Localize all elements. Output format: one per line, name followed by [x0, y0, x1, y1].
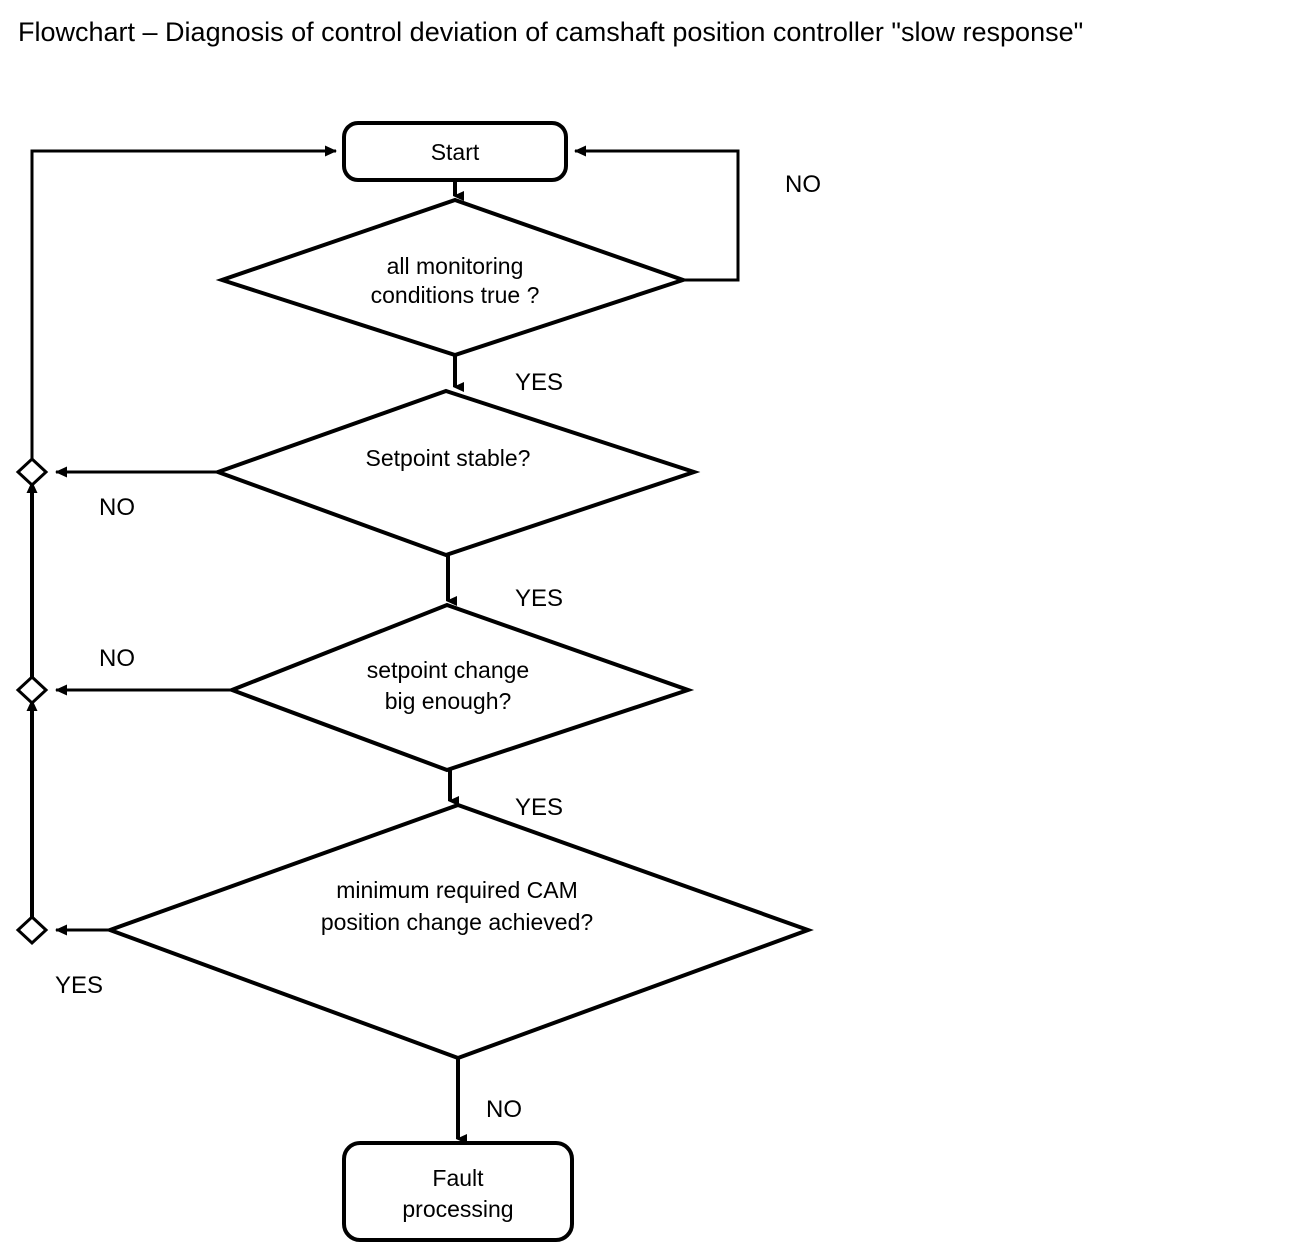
edge-label-setpoint-change-yes: YES [515, 794, 563, 821]
edge-label-setpoint-stable-yes: YES [515, 585, 563, 612]
node-start-label: Start [431, 139, 480, 165]
return-path-trunk [26, 145, 337, 922]
edge-label-monitoring-yes: YES [515, 369, 563, 396]
node-fault-label-line1: Fault [432, 1165, 484, 1191]
edge-label-monitoring-no: NO [785, 171, 821, 198]
node-start[interactable]: Start [342, 121, 568, 182]
edge-label-setpoint-change-no: NO [99, 645, 135, 672]
edge-monitoring-no-to-start [574, 145, 740, 282]
node-decision-cam-position-change[interactable]: minimum required CAM position change ach… [104, 802, 814, 1061]
node-decision-all-monitoring-conditions[interactable]: all monitoring conditions true ? [215, 197, 690, 358]
junction-node-2 [15, 674, 49, 706]
node-fault-processing[interactable]: Fault processing [342, 1141, 574, 1242]
edge-label-setpoint-stable-no: NO [99, 494, 135, 521]
node-cam-position-label-line1: minimum required CAM [336, 877, 578, 903]
edge-label-cam-position-no: NO [486, 1096, 522, 1123]
node-decision-setpoint-stable[interactable]: Setpoint stable? [212, 388, 701, 558]
junction-node-1 [15, 456, 49, 488]
node-monitoring-label-line1: all monitoring [387, 253, 524, 279]
node-setpoint-change-label-line2: big enough? [385, 688, 512, 714]
page-title: Flowchart – Diagnosis of control deviati… [18, 17, 1084, 47]
edge-label-cam-position-yes: YES [55, 972, 103, 999]
node-decision-setpoint-change-big-enough[interactable]: setpoint change big enough? [226, 602, 695, 773]
junction-node-3 [15, 914, 49, 946]
node-fault-label-line2: processing [402, 1196, 513, 1222]
node-setpoint-stable-label: Setpoint stable? [366, 445, 531, 471]
node-cam-position-label-line2: position change achieved? [321, 909, 593, 935]
node-setpoint-change-label-line1: setpoint change [367, 657, 529, 683]
node-monitoring-label-line2: conditions true ? [371, 282, 540, 308]
